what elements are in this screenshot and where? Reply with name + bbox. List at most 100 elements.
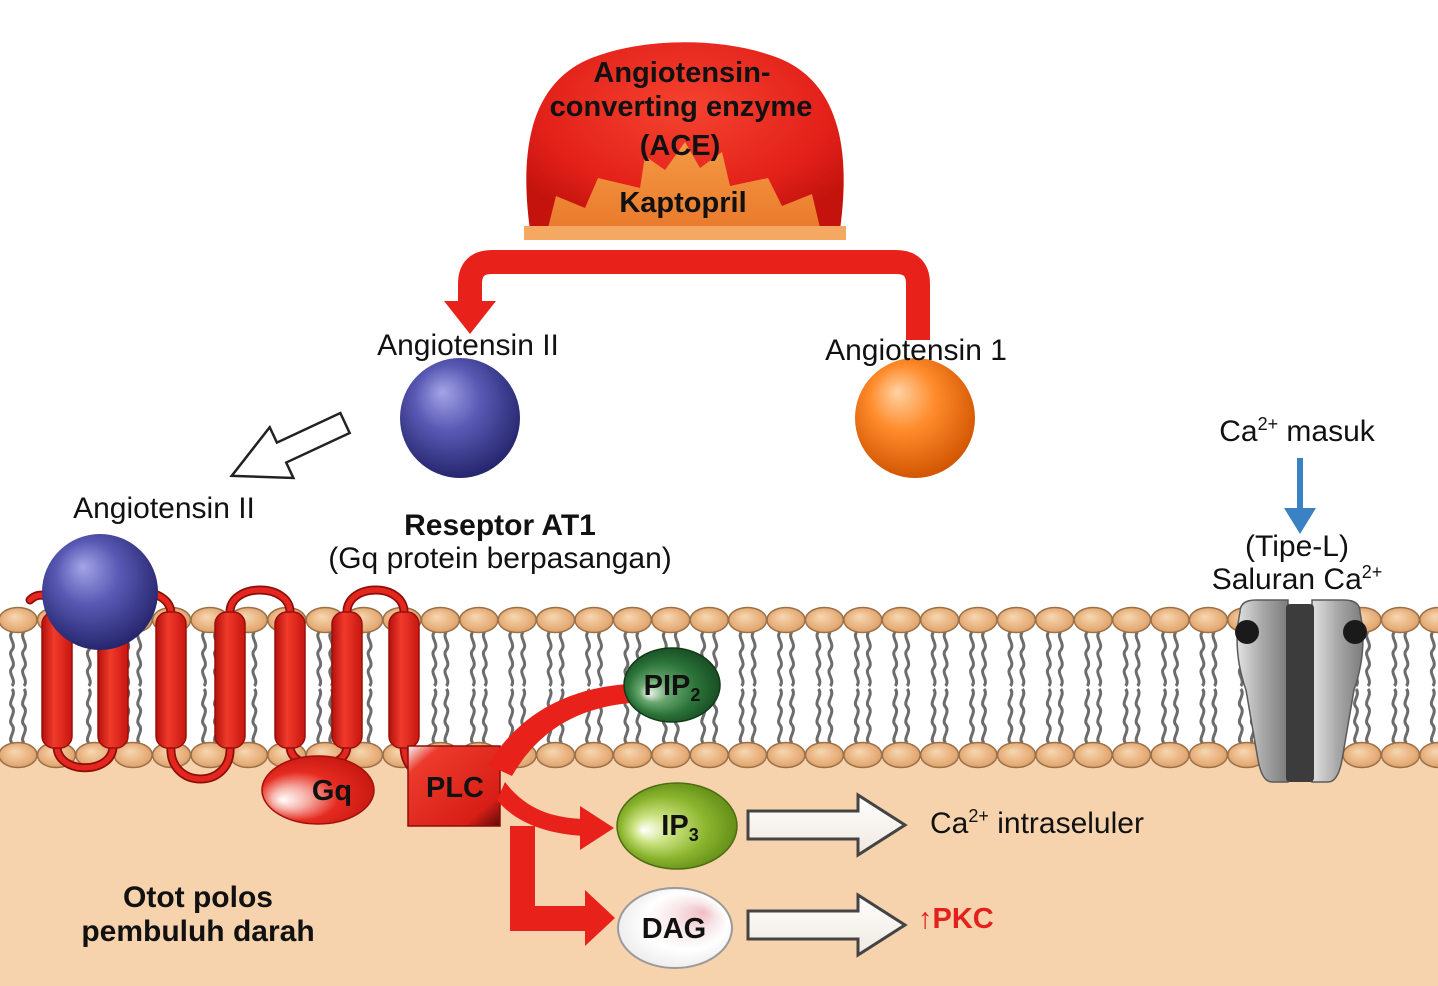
ace-enzyme: Angiotensin- converting enzyme (ACE) Kap… — [524, 42, 846, 240]
lipid-tail — [1084, 688, 1091, 745]
lipid-head — [1073, 741, 1113, 769]
lipid-tail — [865, 688, 872, 745]
ace-label-line3: (ACE) — [640, 130, 721, 162]
lipid-tail — [942, 630, 949, 687]
lipid-tail — [892, 630, 899, 687]
ip3-label: IP3 — [661, 810, 698, 845]
channel-right-dot — [1343, 620, 1367, 644]
lipid-tail — [750, 688, 757, 745]
lipid-tail — [1096, 688, 1103, 745]
lipid-head — [996, 606, 1037, 634]
lipid-tail — [1199, 688, 1206, 745]
lipid-tail — [328, 688, 335, 745]
lipid-head — [881, 606, 921, 634]
lipid-tail — [251, 688, 258, 745]
lipid-tail — [481, 688, 488, 745]
lipid-tail — [9, 688, 15, 745]
lipid-tail — [1122, 688, 1129, 745]
cell-label-line2: pembuluh darah — [81, 915, 314, 948]
lipid-head — [689, 741, 729, 769]
ip3-subscript: 3 — [689, 825, 699, 845]
pip2-base: PIP — [644, 670, 691, 702]
lipid-tail — [431, 630, 438, 687]
lipid-tail — [469, 630, 476, 687]
lipid-tail — [431, 688, 438, 745]
lipid-tail — [136, 688, 143, 745]
binding-arrow — [229, 411, 352, 480]
lipid-tail — [1007, 688, 1014, 745]
ace-label-line1: Angiotensin- — [593, 57, 770, 89]
lipid-head — [727, 606, 768, 634]
lipid-tail — [136, 630, 143, 687]
lipid-tail — [853, 630, 860, 687]
channel-type-label: (Tipe-L) — [1245, 530, 1349, 563]
lipid-head — [1111, 741, 1152, 769]
lipid-tail — [1134, 688, 1141, 745]
lipid-head — [958, 606, 998, 634]
plc-label: PLC — [426, 772, 484, 804]
lipid-head — [420, 606, 461, 634]
lipid-tail — [546, 630, 553, 687]
lipid-tail — [789, 688, 795, 745]
lipid-tail — [738, 688, 745, 745]
lipid-tail — [1353, 688, 1359, 745]
dag-effect-arrow — [746, 892, 908, 958]
lipid-head — [1188, 741, 1229, 769]
lipid-head — [919, 741, 960, 769]
angiotensin-1-label: Angiotensin 1 — [825, 334, 1007, 367]
lipid-tail — [316, 688, 323, 745]
helix-5 — [274, 611, 306, 749]
helix-3 — [155, 611, 187, 749]
channel-pore — [1286, 604, 1314, 782]
angiotensin-ii-bound-label: Angiotensin II — [73, 492, 255, 525]
lipid-head — [0, 741, 38, 769]
lipid-tail — [201, 688, 207, 745]
lipid-head — [689, 606, 729, 634]
lipid-tail — [316, 630, 323, 687]
lipid-head — [1073, 606, 1113, 634]
lipid-tail — [1173, 630, 1179, 687]
lipid-tail — [969, 630, 975, 687]
kaptopril-label: Kaptopril — [619, 187, 746, 219]
plc-to-ip3-arrow — [497, 782, 585, 836]
calcium-influx-label: Ca2+ masuk — [1219, 414, 1376, 448]
lipid-head — [574, 606, 614, 634]
lipid-tail — [9, 630, 15, 687]
lipid-tail — [1161, 630, 1167, 687]
calcium-symbol: Ca — [930, 807, 969, 840]
lipid-head — [1380, 741, 1421, 769]
ip3-arrow-head — [580, 806, 614, 850]
lipid-tail — [21, 688, 27, 745]
lipid-tail — [1007, 630, 1014, 687]
plc-to-dag-arrow — [510, 826, 615, 946]
lipid-head — [1035, 741, 1075, 769]
lipid-tail — [558, 630, 565, 687]
channel-name-charge: 2+ — [1362, 562, 1383, 582]
plc-to-pip2-arrow — [488, 684, 630, 776]
calcium-charge: 2+ — [1258, 414, 1279, 434]
lipid-head — [651, 606, 691, 634]
dag-molecule — [617, 887, 733, 969]
lipid-head — [0, 606, 38, 634]
lipid-tail — [1403, 688, 1410, 745]
lipid-head — [804, 741, 845, 769]
intracellular-calcium-label: Ca2+ intraseluler — [930, 806, 1144, 840]
lipid-tail — [981, 688, 987, 745]
lipid-head — [919, 606, 960, 634]
pip2-label: PIP2 — [644, 670, 701, 705]
lipid-tail — [1019, 630, 1026, 687]
receptor-subtitle: (Gq protein berpasangan) — [328, 542, 672, 575]
lipid-tail — [904, 688, 911, 745]
lipid-tail — [469, 688, 476, 745]
lipid-head — [574, 741, 614, 769]
lipid-tail — [1211, 688, 1218, 745]
channel-name-base: Saluran Ca — [1212, 563, 1362, 596]
lipid-tail — [1084, 630, 1091, 687]
channel-left-subunit — [1236, 599, 1289, 783]
lipid-tail — [328, 630, 335, 687]
angiotensin-ii-molecule — [400, 358, 520, 478]
lipid-tail — [366, 688, 373, 745]
gq-protein — [261, 755, 375, 825]
lipid-head — [1380, 606, 1421, 634]
lipid-tail — [1122, 630, 1129, 687]
